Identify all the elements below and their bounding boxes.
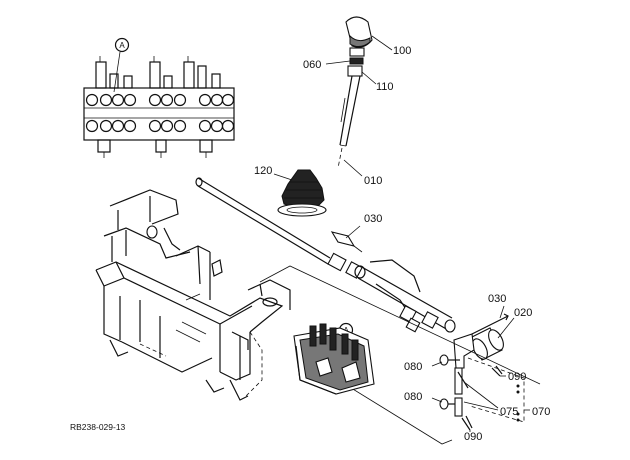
lock-nut bbox=[349, 57, 364, 65]
label-080-upper: 080 bbox=[404, 361, 422, 373]
detail-a-letter-top: A bbox=[119, 41, 125, 50]
rubber-boot: 120 bbox=[254, 165, 327, 217]
knob-adapter bbox=[349, 47, 365, 57]
label-110: 110 bbox=[376, 81, 394, 93]
label-010: 010 bbox=[364, 175, 382, 187]
label-020: 020 bbox=[514, 307, 532, 319]
callouts-lever: 100 060 110 010 bbox=[303, 35, 411, 187]
label-100: 100 bbox=[393, 45, 411, 57]
detail-a-marker-top bbox=[114, 37, 130, 53]
label-090-lower: 090 bbox=[464, 431, 482, 443]
mounting-frame bbox=[95, 189, 291, 401]
label-090-upper: 090 bbox=[508, 371, 526, 383]
label-030-right: 030 bbox=[488, 293, 506, 305]
label-120: 120 bbox=[254, 165, 272, 177]
reference-code: RB238-029-13 bbox=[70, 422, 126, 432]
valve-bank-top-view: A bbox=[83, 37, 235, 158]
port-row-bottom bbox=[85, 119, 235, 133]
label-075: 075 bbox=[500, 406, 518, 418]
control-lever-assembly bbox=[337, 16, 373, 169]
valve-bank: A bbox=[293, 322, 375, 395]
lever-rod bbox=[339, 75, 361, 147]
label-060: 060 bbox=[303, 59, 321, 71]
label-030-upper: 030 bbox=[364, 213, 382, 225]
label-070: 070 bbox=[532, 406, 550, 418]
long-shaft bbox=[195, 177, 456, 333]
valve-spools bbox=[309, 323, 359, 361]
bracket-clip-upper: 030 bbox=[330, 213, 382, 253]
port-row-top bbox=[85, 93, 235, 107]
spool-stubs-top bbox=[95, 56, 221, 89]
pivot-assembly: 030 020 080 080 090 0 bbox=[404, 293, 550, 443]
label-080-lower: 080 bbox=[404, 391, 422, 403]
spool-stubs-bottom bbox=[97, 139, 213, 158]
